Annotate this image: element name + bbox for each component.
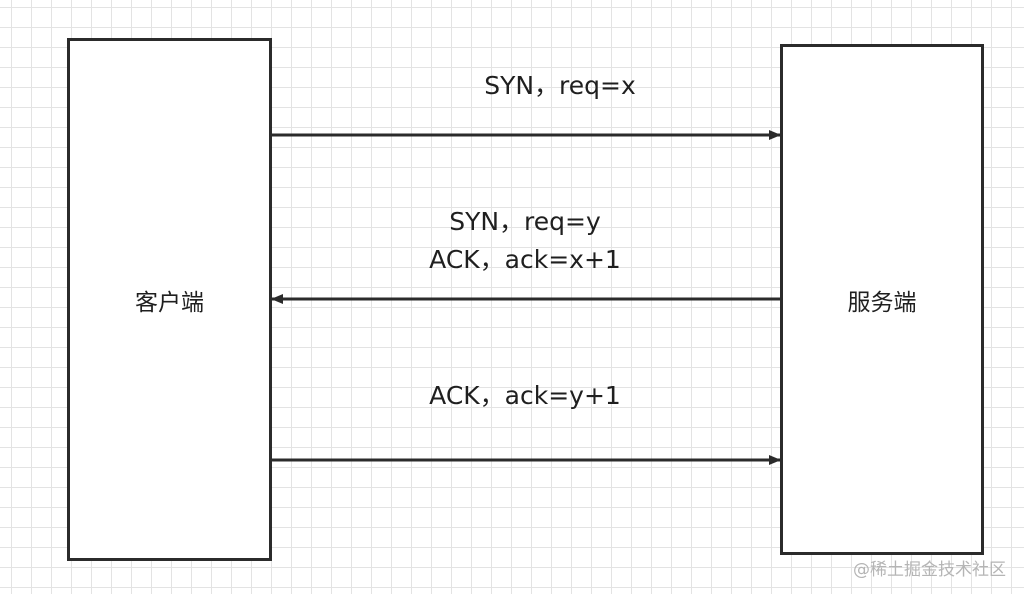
syn-ack-message-line-1: SYN，req=y	[449, 207, 601, 236]
server-label: 服务端	[847, 289, 917, 316]
ack-message-line: ACK，ack=y+1	[429, 381, 621, 410]
client-label: 客户端	[135, 289, 204, 316]
syn-message-line: SYN，req=x	[484, 71, 636, 100]
ack-message: ACK，ack=y+1	[429, 377, 621, 415]
syn-ack-message-line-2: ACK，ack=x+1	[429, 245, 621, 274]
syn-ack-message: SYN，req=y ACK，ack=x+1	[429, 203, 621, 279]
syn-message: SYN，req=x	[484, 67, 636, 105]
client-box: 客户端	[67, 38, 272, 561]
watermark: @稀土掘金技术社区	[853, 560, 1006, 580]
server-box: 服务端	[780, 44, 984, 555]
